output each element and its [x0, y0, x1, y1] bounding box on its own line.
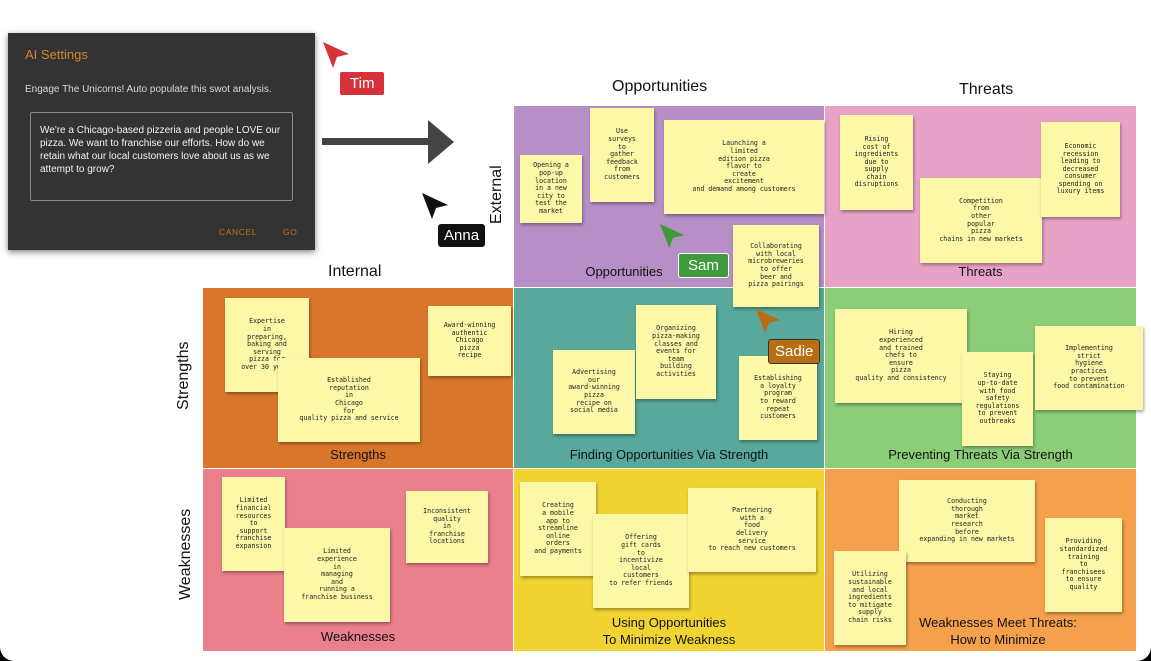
sticky-note[interactable]: Limited financial resources to support f… — [222, 477, 285, 571]
cursor-anna-icon — [422, 193, 448, 219]
sticky-note[interactable]: Competition from other popular pizza cha… — [920, 178, 1042, 263]
sticky-note[interactable]: Economic recession leading to decreased … — [1041, 122, 1120, 217]
sticky-note[interactable]: Inconsistent quality in franchise locati… — [406, 491, 488, 563]
sticky-note[interactable]: Utilizing sustainable and local ingredie… — [834, 551, 906, 645]
sticky-note[interactable]: Establishing a loyalty program to reward… — [739, 356, 817, 440]
sticky-note[interactable]: Implementing strict hygiene practices to… — [1035, 326, 1143, 410]
header-internal: Internal — [328, 263, 382, 280]
arrow-right-icon — [322, 120, 454, 164]
sticky-note[interactable]: Conducting thorough market research befo… — [899, 480, 1035, 562]
sticky-note[interactable]: Hiring experienced and trained chefs to … — [835, 309, 967, 403]
cursor-tim-icon — [323, 42, 349, 68]
ai-settings-title: AI Settings — [25, 47, 88, 62]
header-strengths: Strengths — [175, 341, 192, 410]
sticky-note[interactable]: Launching a limited edition pizza flavor… — [664, 120, 824, 214]
quadrant-wt-label-1: Weaknesses Meet Threats: — [919, 615, 1077, 630]
quadrant-weaknesses-label: Weaknesses — [320, 629, 396, 644]
header-opportunities: Opportunities — [612, 78, 708, 95]
cursor-sam-icon — [659, 223, 685, 249]
sticky-note[interactable]: Rising cost of ingredients due to supply… — [840, 115, 913, 210]
ai-settings-subtitle: Engage The Unicorns! Auto populate this … — [25, 84, 272, 95]
sticky-note[interactable]: Award-winning authentic Chicago pizza re… — [428, 306, 511, 376]
sticky-note[interactable]: Organizing pizza-making classes and even… — [636, 305, 716, 399]
ai-settings-panel: AI Settings Engage The Unicorns! Auto po… — [8, 33, 315, 250]
quadrant-st-label: Preventing Threats Via Strength — [888, 447, 1073, 462]
cursor-label-anna: Anna — [438, 224, 486, 247]
sticky-note[interactable]: Offering gift cards to incentivize local… — [593, 514, 689, 608]
cursor-label-sadie: Sadie — [768, 339, 821, 364]
sticky-note[interactable]: Limited experience in managing and runni… — [284, 528, 390, 622]
sticky-note[interactable]: Established reputation in Chicago for qu… — [278, 358, 420, 442]
quadrant-wo-label-1: Using Opportunities — [611, 615, 727, 630]
ai-prompt-input[interactable]: We're a Chicago-based pizzeria and peopl… — [30, 112, 293, 201]
cancel-button[interactable]: CANCEL — [219, 227, 258, 237]
header-threats: Threats — [959, 81, 1014, 98]
quadrant-wo-label-2: To Minimize Weakness — [602, 632, 736, 647]
sticky-note[interactable]: Providing standardized training to franc… — [1045, 518, 1122, 612]
quadrant-so-label: Finding Opportunities Via Strength — [569, 447, 769, 462]
quadrant-opportunities-label: Opportunities — [585, 264, 663, 279]
sticky-note[interactable]: Advertising our award-winning pizza reci… — [553, 350, 635, 434]
cursor-sadie-icon — [755, 308, 781, 334]
sticky-note[interactable]: Opening a pop-up location in a new city … — [520, 155, 582, 223]
sticky-note[interactable]: Creating a mobile app to streamline onli… — [520, 482, 596, 576]
header-weaknesses: Weaknesses — [177, 508, 194, 600]
sticky-note[interactable]: Partnering with a food delivery service … — [688, 488, 816, 572]
sticky-note[interactable]: Collaborating with local microbreweries … — [733, 225, 819, 307]
cursor-label-tim: Tim — [339, 71, 386, 96]
header-external: External — [488, 165, 505, 224]
quadrant-threats-label: Threats — [958, 264, 1003, 279]
cursor-label-sam: Sam — [678, 253, 729, 278]
quadrant-wt-label-2: How to Minimize — [950, 632, 1046, 647]
sticky-note[interactable]: Staying up-to-date with food safety regu… — [962, 352, 1033, 446]
quadrant-strengths-label: Strengths — [330, 447, 386, 462]
go-button[interactable]: GO — [283, 227, 298, 237]
sticky-note[interactable]: Use surveys to gather feedback from cust… — [590, 108, 654, 202]
